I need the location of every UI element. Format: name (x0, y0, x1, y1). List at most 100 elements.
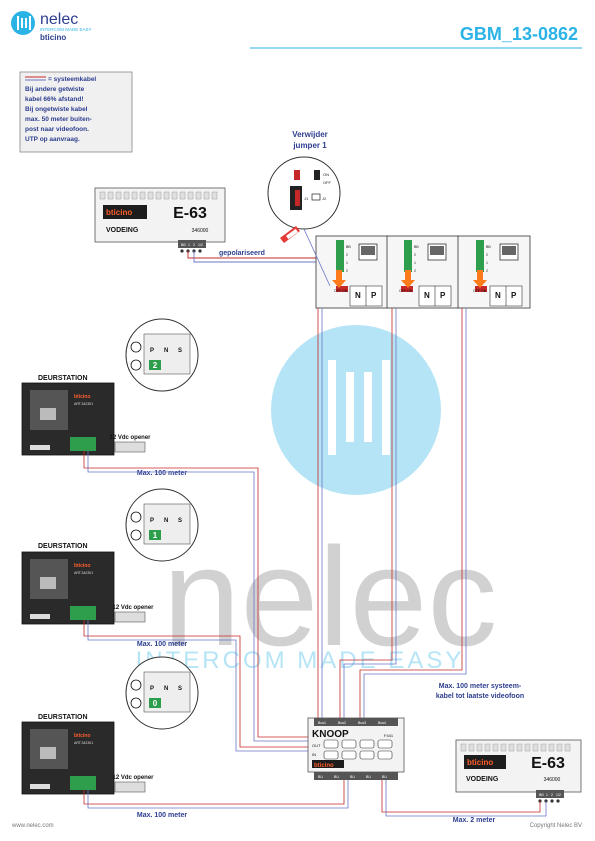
door-2-opener (114, 611, 146, 623)
legend-line-5: post naar videofoon. (25, 126, 89, 133)
monitor-2-offon: OFF ON (399, 289, 413, 293)
door-2-art: ART.342301 (74, 571, 93, 575)
knoop-top-terminal-0: Bus1 (318, 721, 326, 725)
monitor-1-pin-3: 2 (346, 269, 348, 273)
knoop-bottom-terminal-1: BU (334, 775, 339, 779)
door-3-dip-value: 0 (153, 699, 158, 708)
monitor-1-pin-2: 1 (346, 261, 348, 265)
power-top-terminal-1: 1 (188, 243, 190, 247)
door-3-title: DEURSTATION (38, 714, 88, 721)
legend-line-1: Bij andere getwiste (25, 86, 85, 93)
door-1-dip-label-s: S (178, 348, 182, 354)
door-1-dip-value: 2 (153, 361, 158, 370)
door-3-dip-label-p: P (150, 686, 154, 692)
brand-name: nelec (40, 11, 78, 28)
door-1-distance: Max. 100 meter (137, 470, 187, 477)
knoop-f441: Bus1 Bus2 Bus3 Bus4 KNOOP F441 OUT IN bt… (307, 717, 405, 780)
door-3-art: ART.342301 (74, 741, 93, 745)
door-2-dip-label-s: S (178, 518, 182, 524)
monitor-3-pin-2: 1 (486, 261, 488, 265)
monitor-1-pin-0: BB (346, 245, 351, 249)
door-1-title: DEURSTATION (38, 375, 88, 382)
power-bottom-label: VODEING (466, 776, 499, 783)
power-top-terminal-0: BB (181, 243, 186, 247)
door-1-art: ART.342301 (74, 402, 93, 406)
legend-line-3: Bij ongetwiste kabel (25, 106, 88, 113)
note-2m: Max. 2 meter (453, 817, 496, 824)
footer-left: www.nelec.com (11, 823, 54, 829)
monitor-2-pin-3: 2 (414, 269, 416, 273)
knoop-top-terminal-1: Bus2 (338, 721, 346, 725)
door-2-opener-label: 12 Vdc opener (112, 605, 154, 611)
monitor-3-pin-1: 2 (486, 253, 488, 257)
door-station-1: P N S 2 DEURSTATION bticino ART.342301 1… (21, 318, 328, 752)
door-1-opener (114, 441, 146, 453)
system-cable-note-0: Max. 100 meter systeem- (439, 683, 522, 690)
jumper-j1: J1 (304, 196, 309, 201)
monitor-3-p: P (511, 291, 517, 300)
knoop-bottom-terminal-3: BU (366, 775, 371, 779)
monitor-2-pin-2: 1 (414, 261, 416, 265)
legend-line-4: max. 50 meter buiten- (25, 116, 92, 123)
watermark-word: nelec (163, 518, 498, 675)
jumper-j2: J2 (322, 196, 327, 201)
door-3-dip-label-s: S (178, 686, 182, 692)
door-station-3: P N S 0 DEURSTATION bticino ART.342301 1… (21, 656, 349, 819)
knoop-brand: bticino (314, 763, 334, 769)
knoop-title: KNOOP (312, 729, 349, 740)
door-3-opener (114, 781, 146, 793)
monitor-3-pin-0: BB (486, 245, 491, 249)
brand-sub: bticino (40, 33, 66, 42)
monitor-1-pin-1: 2 (346, 253, 348, 257)
monitor-3-offon: OFF ON (473, 289, 487, 293)
watermark (271, 325, 441, 495)
knoop-bottom-terminal-2: BU (350, 775, 355, 779)
power-supply-bottom: bticino E-63 VODEING 346000 BB 1 2 1/2 (455, 739, 582, 803)
monitor-2-p: P (440, 291, 446, 300)
power-bottom-code: 346000 (544, 777, 561, 783)
power-bottom-model: E-63 (531, 755, 565, 772)
knoop-in: IN (312, 752, 316, 757)
monitor-1: BB 2 1 2 OFF ON N P (315, 235, 389, 309)
door-2-dip-label-p: P (150, 518, 154, 524)
door-3-distance: Max. 100 meter (137, 812, 187, 819)
brand-tagline: INTERCOM MADE EASY (40, 27, 92, 32)
door-3-opener-label: 12 Vdc opener (112, 775, 154, 781)
doc-code: GBM_13-0862 (460, 24, 578, 44)
knoop-bottom-terminal-0: BU (318, 775, 323, 779)
monitor-1-offon: OFF ON (334, 289, 348, 293)
power-bottom-terminal-3: 1/2 (556, 793, 561, 797)
door-2-dip-value: 1 (153, 531, 158, 540)
nelec-logo: nelec INTERCOM MADE EASY bticino (11, 11, 92, 42)
watermark-logo-circle (271, 325, 441, 495)
power-top-brand: bticino (106, 208, 132, 217)
system-cable-note-1: kabel tot laatste videofoon (436, 693, 524, 700)
jumper-note-1: jumper 1 (292, 141, 327, 150)
door-1-opener-label: 12 Vdc opener (109, 435, 151, 441)
monitor-1-n: N (355, 291, 361, 300)
monitor-2: BB 2 1 2 OFF ON N P (386, 235, 460, 309)
knoop-sub: F441 (384, 733, 394, 738)
monitor-3-n: N (495, 291, 501, 300)
power-top-terminal-3: 1/2 (198, 243, 203, 247)
knoop-bottom-terminal-4: BU (382, 775, 387, 779)
door-2-title: DEURSTATION (38, 543, 88, 550)
legend-line-6: UTP op aanvraag. (25, 136, 80, 143)
knoop-out: OUT (312, 743, 321, 748)
power-bottom-brand: bticino (467, 758, 493, 767)
power-supply-top: bticino E-63 VODEING 346000 BB 1 2 1/2 (94, 187, 226, 253)
door-3-brand: bticino (74, 733, 90, 739)
monitor-2-pin-1: 2 (414, 253, 416, 257)
monitor-2-pin-0: BB (414, 245, 419, 249)
power-top-code: 346000 (192, 228, 209, 234)
monitor-3: BB 2 1 2 OFF ON N P (457, 235, 531, 309)
power-top-terminal-2: 2 (193, 243, 195, 247)
polarized-label: gepolariseerd (219, 250, 265, 257)
door-3-dip-label-n: N (164, 686, 168, 692)
monitor-3-pin-3: 2 (486, 269, 488, 273)
knoop-top-terminal-2: Bus3 (358, 721, 366, 725)
removed-jumper-icon (280, 226, 300, 243)
monitor-1-p: P (371, 291, 377, 300)
legend-line-2: kabel 66% afstand! (25, 96, 84, 103)
